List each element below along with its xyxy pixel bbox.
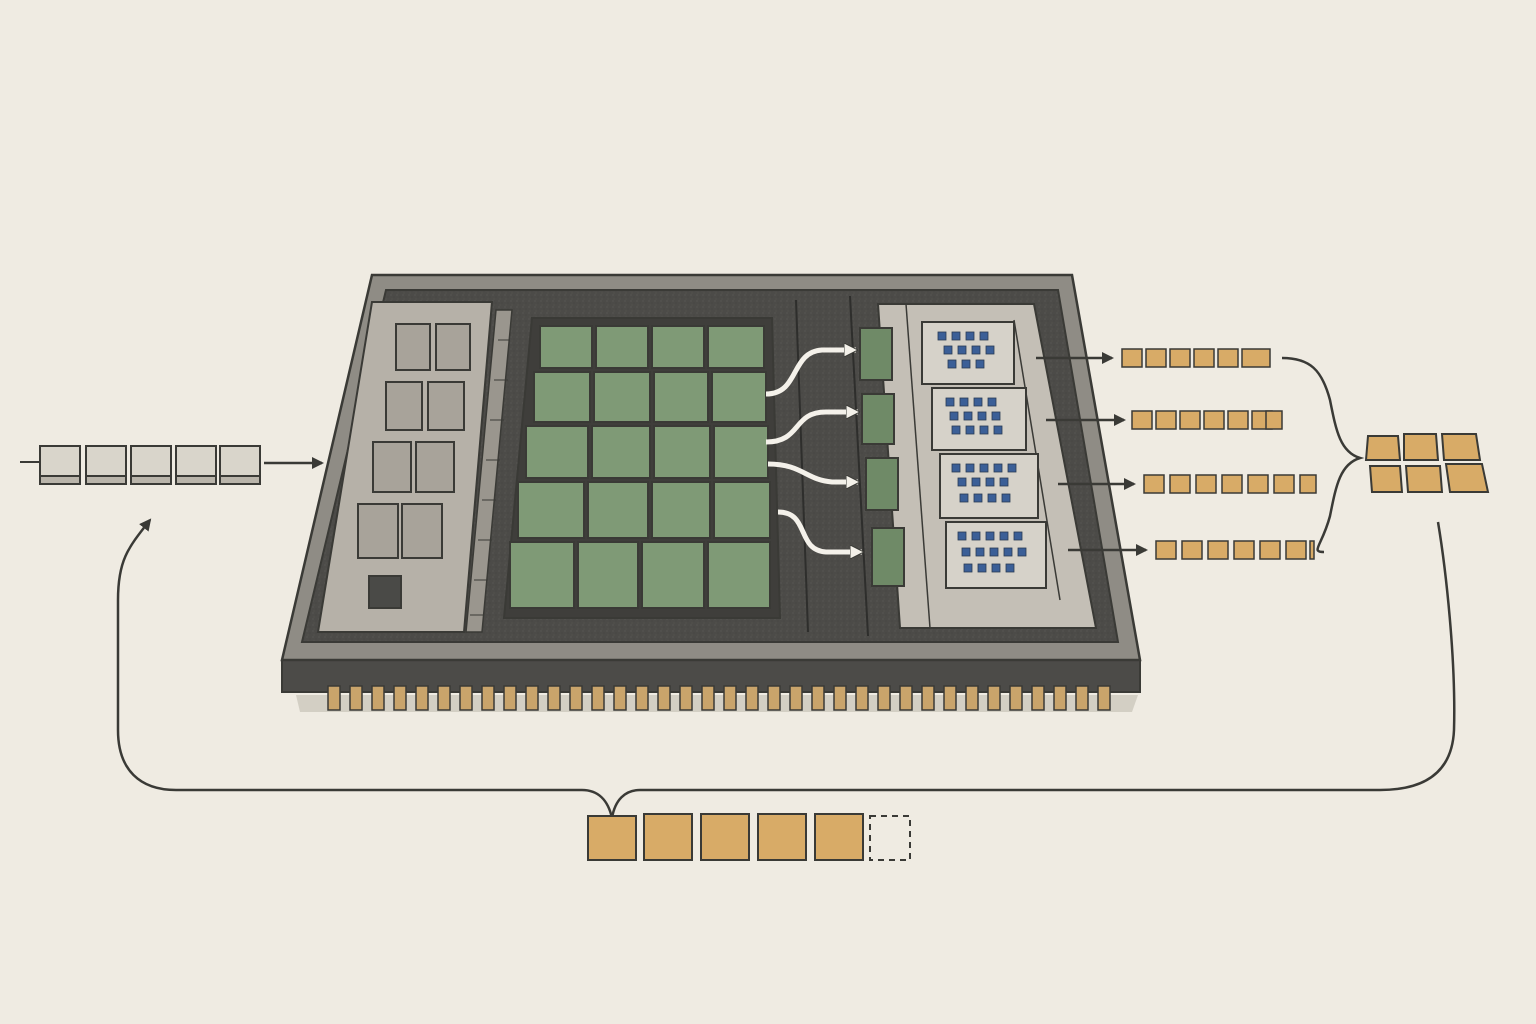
compute-tile (713, 481, 771, 539)
output-panel (939, 453, 1039, 519)
output-token-rows (1036, 348, 1365, 560)
feedback-path-right (610, 521, 1456, 819)
compute-tile (641, 541, 705, 609)
bus-unit (865, 457, 899, 511)
control-cell (415, 441, 455, 493)
route-arrow-icon (777, 509, 862, 552)
compute-tile (707, 541, 771, 609)
feedback-token (757, 813, 807, 861)
bus-strip (465, 309, 513, 633)
bus-unit (859, 327, 893, 381)
compute-tile (595, 325, 649, 369)
compute-tile (577, 541, 639, 609)
control-cell (435, 323, 471, 371)
compute-tile (533, 371, 591, 423)
compute-tile (651, 325, 705, 369)
compute-array (502, 317, 782, 619)
output-panel (945, 521, 1047, 589)
input-token (219, 445, 261, 485)
compute-tile (653, 371, 709, 423)
route-arrow-icon (765, 350, 856, 397)
compute-tile (593, 371, 651, 423)
control-cell (427, 381, 465, 431)
route-arrow-icon (767, 461, 858, 482)
input-token (130, 445, 172, 485)
output-panel (931, 387, 1027, 451)
chip-pins (327, 685, 1111, 711)
control-cell-dark (368, 575, 402, 609)
control-cell (372, 441, 412, 493)
input-token (175, 445, 217, 485)
output-token-row (1143, 474, 1317, 494)
merged-token-grid (1364, 433, 1490, 493)
bus-unit (871, 527, 905, 587)
feedback-token (814, 813, 864, 861)
output-panel (921, 321, 1015, 385)
output-token-row (1155, 540, 1315, 560)
output-token-row (1131, 410, 1283, 430)
compute-tile (711, 371, 767, 423)
processor-chip (280, 273, 1142, 712)
input-token (39, 445, 81, 485)
control-cell (401, 503, 443, 559)
route-arrow-icon (765, 412, 858, 445)
control-cell (395, 323, 431, 371)
brace-icon (1281, 356, 1365, 554)
control-block (316, 301, 494, 633)
control-cell (385, 381, 423, 431)
lane-divider (795, 299, 809, 633)
routing-arrows (765, 350, 862, 552)
output-token-row (1121, 348, 1271, 368)
compute-tile (587, 481, 649, 539)
compute-tile (525, 425, 589, 479)
input-token (85, 445, 127, 485)
feedback-empty-slot (869, 815, 911, 861)
compute-tile (517, 481, 585, 539)
input-token-chain (20, 445, 324, 485)
compute-tile (713, 425, 769, 479)
compute-tile (653, 425, 711, 479)
feedback-token-row (587, 813, 864, 861)
feedback-path-left (116, 518, 614, 819)
feedback-token (700, 813, 750, 861)
bus-unit (861, 393, 895, 445)
feedback-loop (116, 518, 1456, 861)
compute-tile (591, 425, 651, 479)
compute-tile (509, 541, 575, 609)
output-block (859, 303, 1098, 629)
feedback-token (587, 815, 637, 861)
control-cell (357, 503, 399, 559)
compute-tile (707, 325, 765, 369)
compute-tile (539, 325, 593, 369)
feedback-token (643, 813, 693, 861)
compute-tile (651, 481, 711, 539)
